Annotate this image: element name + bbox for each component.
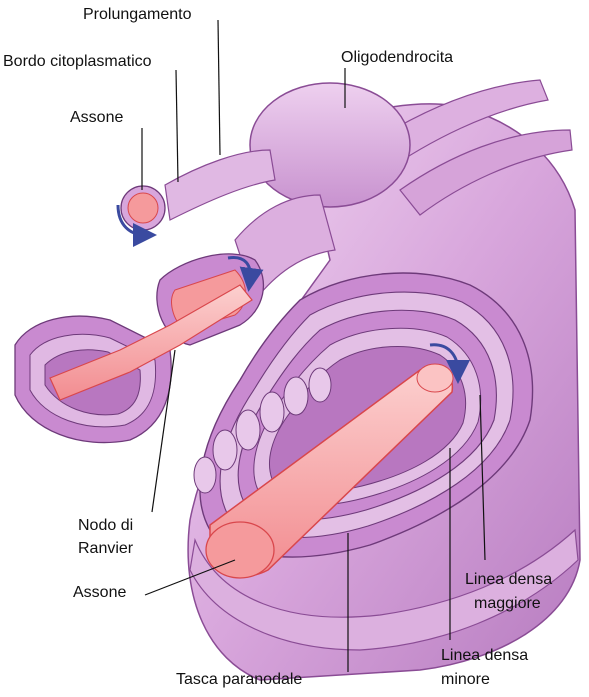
label-nodo-line1: Nodo di — [78, 517, 133, 534]
axon-through-node — [49, 284, 253, 401]
leader-linea-maggiore — [479, 394, 486, 561]
rotation-arrow-middle — [227, 255, 264, 292]
label-linea-minore-line1: Linea densa — [441, 647, 528, 664]
paranodal-loops — [193, 367, 332, 494]
label-prolungamento: Prolungamento — [83, 6, 192, 23]
label-linea-maggiore-line1: Linea densa — [465, 571, 552, 588]
large-axon-cut-face — [205, 521, 275, 579]
leader-prolungamento — [217, 19, 221, 156]
label-assone-top: Assone — [70, 109, 123, 126]
process-strip-lower — [399, 129, 573, 216]
rotation-arrow-bottom — [429, 343, 470, 384]
leader-assone-bottom — [144, 559, 236, 596]
process-to-top-axon — [164, 149, 276, 221]
label-bordo-citoplasmatico: Bordo citoplasmatico — [3, 53, 152, 70]
label-linea-maggiore-line2: maggiore — [474, 595, 541, 612]
label-tasca-paranodale: Tasca paranodale — [176, 671, 302, 688]
top-axon-segment — [120, 185, 166, 231]
label-oligodendrocita: Oligodendrocita — [341, 49, 453, 66]
rotation-arrow-top — [116, 204, 157, 247]
label-linea-minore-line2: minore — [441, 671, 490, 688]
leader-nodo — [151, 349, 176, 513]
label-nodo-line2: Ranvier — [78, 540, 134, 557]
outer-membrane-bottom — [189, 528, 579, 651]
label-assone-bottom: Assone — [73, 584, 126, 601]
leader-bordo — [175, 69, 179, 183]
oligodendrocyte-cell-body — [249, 82, 411, 208]
